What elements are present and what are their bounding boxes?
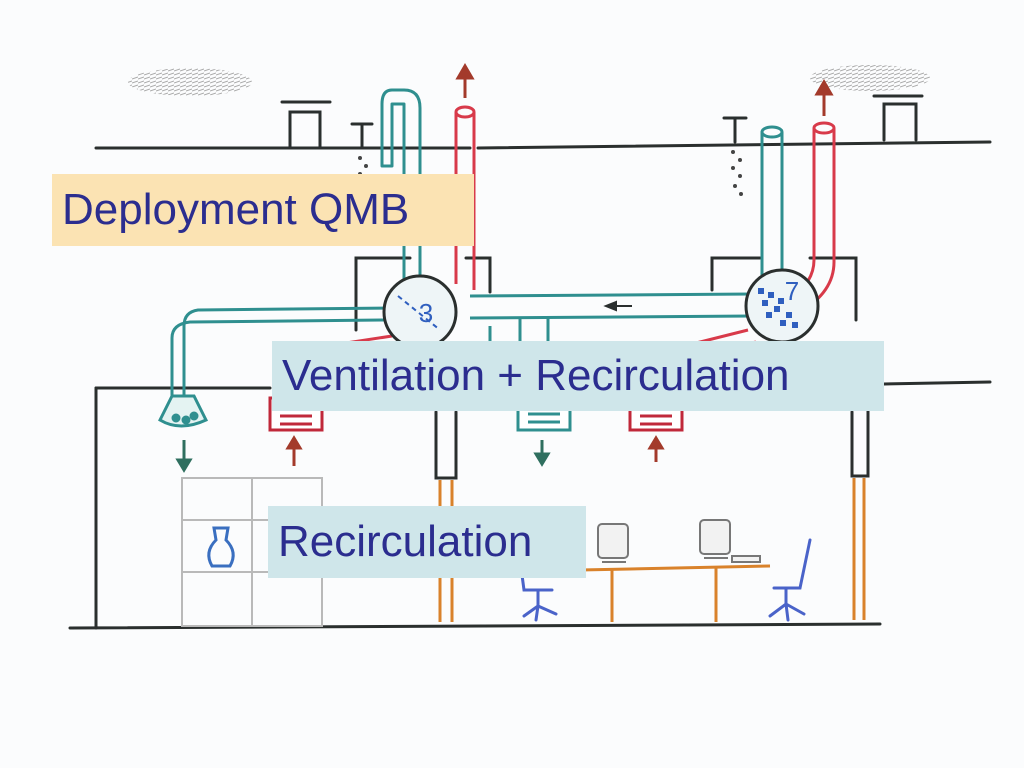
supply-arrow-icon bbox=[175, 440, 551, 473]
roof-structure bbox=[94, 94, 992, 150]
flow-arrow-icon bbox=[603, 300, 632, 312]
return-arrow-icon bbox=[285, 435, 665, 466]
vase-icon bbox=[207, 526, 235, 568]
rain-drops bbox=[358, 150, 743, 196]
smoke-cloud-right bbox=[810, 65, 930, 91]
unit-number-right: 7 bbox=[785, 276, 799, 306]
unit-number-left: 3 bbox=[419, 298, 433, 328]
label-deployment-qmb: Deployment QMB bbox=[52, 174, 474, 246]
label-ventilation-recirculation: Ventilation + Recirculation bbox=[272, 341, 884, 411]
fresh-air-ducts bbox=[170, 88, 784, 400]
building-walls bbox=[68, 256, 992, 630]
label-recirculation: Recirculation bbox=[268, 506, 586, 578]
air-handling-unit-left: 3 bbox=[382, 274, 458, 350]
office-chair-icon bbox=[518, 538, 812, 622]
exhaust-arrow-icon bbox=[455, 63, 834, 116]
air-handling-unit-right: 7 bbox=[744, 268, 820, 344]
office-desk bbox=[579, 564, 771, 622]
monitor-icon bbox=[597, 519, 761, 563]
smoke-cloud-left bbox=[128, 68, 252, 96]
air-diffuser-icon bbox=[158, 394, 209, 428]
